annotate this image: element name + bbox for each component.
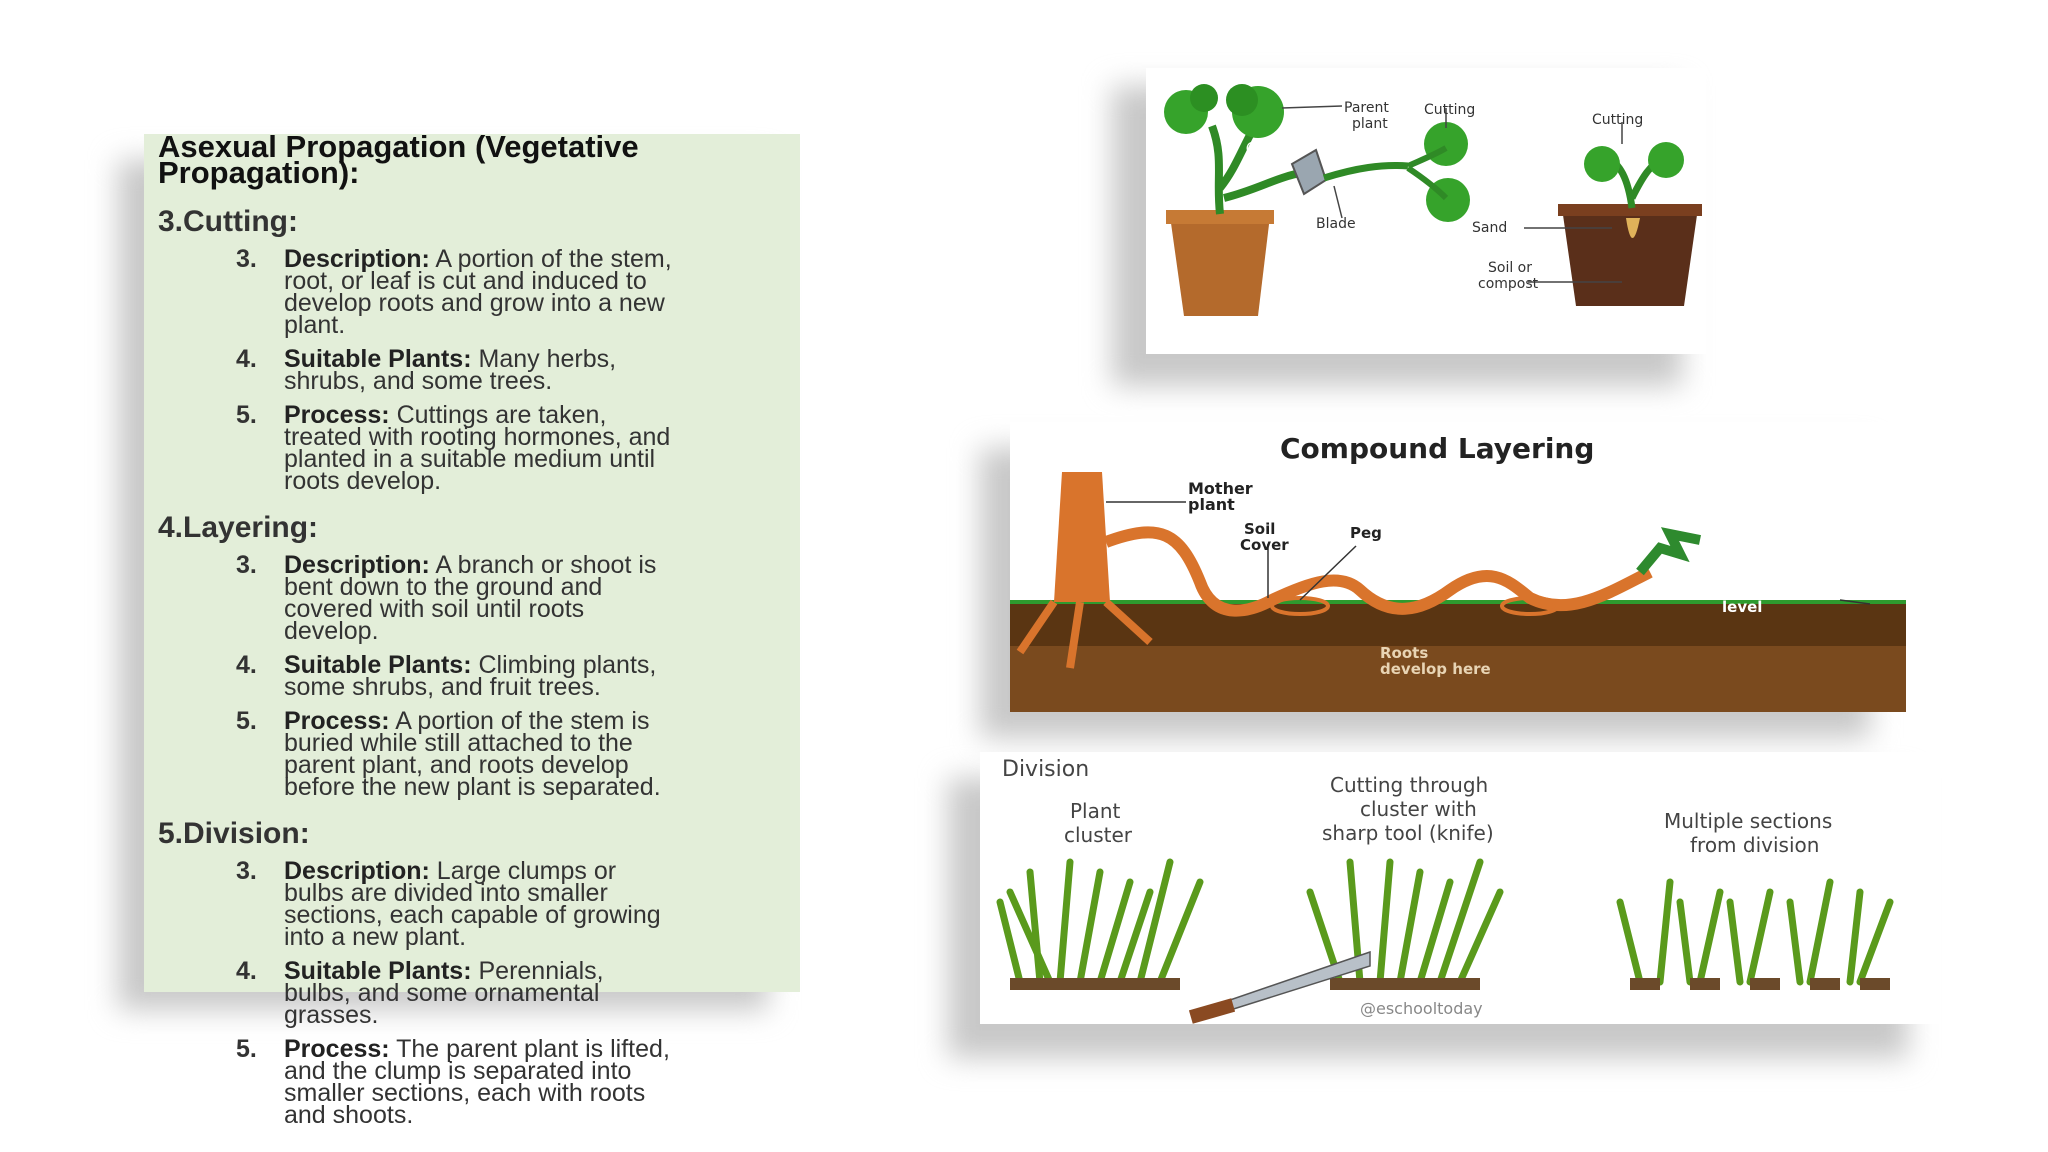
label-roots-2: develop here <box>1380 660 1491 678</box>
list-item: 4. Suitable Plants: Many herbs, shrubs, a… <box>158 345 674 395</box>
watermark: @eschooltoday <box>1360 999 1483 1018</box>
section-list: 3. Description: A portion of the stem, ro… <box>158 245 800 495</box>
list-item: 5. Process: Cuttings are taken, treated w… <box>158 401 674 495</box>
label-multiple-sections-2: from division <box>1690 833 1819 857</box>
label-plant-cluster-1: Plant <box>1070 799 1121 823</box>
list-item: 5. Process: The parent plant is lifted, a… <box>158 1035 674 1129</box>
label-mother-plant-1: Mother <box>1188 479 1253 498</box>
label-soil-1: Soil or <box>1488 260 1532 276</box>
list-item: 4. Suitable Plants: Climbing plants, some… <box>158 651 674 701</box>
item-label: Suitable Plants: <box>284 957 472 985</box>
list-item: 4. Suitable Plants: Perennials, bulbs, an… <box>158 957 674 1029</box>
section-heading: 4.Layering: <box>158 511 319 544</box>
layering-title: Compound Layering <box>1280 432 1594 465</box>
item-text: A branch or shoot is bent down to the gr… <box>284 551 657 645</box>
item-text: Climbing plants, some shrubs, and fruit … <box>284 651 657 701</box>
item-number: 5. <box>236 707 257 735</box>
label-cut-at-slant-2: slant <box>1252 155 1285 170</box>
item-number: 3. <box>236 551 257 579</box>
item-number: 3. <box>236 857 257 885</box>
item-label: Process: <box>284 707 390 735</box>
label-plant-cluster-2: cluster <box>1064 823 1133 847</box>
label-soil-2: compost <box>1478 276 1539 292</box>
layering-figure: Compound Layering Mother plant Soil Cove… <box>1010 422 1906 712</box>
item-text: A portion of the stem is buried while st… <box>284 707 661 801</box>
item-label: Description: <box>284 245 430 273</box>
label-cutting-right: Cutting <box>1592 112 1643 128</box>
label-cutting-left: Cutting <box>1424 102 1475 118</box>
item-number: 3. <box>236 245 257 273</box>
label-sand: Sand <box>1472 220 1507 236</box>
content-panel: Asexual Propagation (Vegetative Propagat… <box>144 129 800 1128</box>
list-item: 3. Description: A branch or shoot is bent… <box>158 551 674 645</box>
item-number: 5. <box>236 1035 257 1063</box>
label-soil-cover-2: Cover <box>1240 536 1289 554</box>
section-heading: 5.Division: <box>158 817 310 850</box>
item-label: Process: <box>284 1035 390 1063</box>
division-title: Division <box>1002 757 1089 782</box>
item-text: Many herbs, shrubs, and some trees. <box>284 345 617 395</box>
label-multiple-sections-1: Multiple sections <box>1664 809 1832 833</box>
item-label: Suitable Plants: <box>284 651 472 679</box>
item-text: Perennials, bulbs, and some ornamental g… <box>284 957 604 1029</box>
label-peg: Peg <box>1350 524 1382 542</box>
section-list: 3. Description: Large clumps or bulbs are… <box>158 857 800 1129</box>
page-title: Asexual Propagation (Vegetative Propagat… <box>158 129 639 190</box>
label-ground-level-2: level <box>1722 598 1762 616</box>
item-number: 4. <box>236 345 257 373</box>
section-list: 3. Description: A branch or shoot is bent… <box>158 551 800 801</box>
label-cutting-through-3: sharp tool (knife) <box>1322 821 1494 845</box>
item-number: 4. <box>236 651 257 679</box>
item-label: Description: <box>284 551 430 579</box>
item-text: The parent plant is lifted, and the clum… <box>284 1035 670 1129</box>
item-label: Suitable Plants: <box>284 345 472 373</box>
label-roots-1: Roots <box>1380 644 1428 662</box>
label-blade: Blade <box>1316 216 1356 232</box>
item-number: 5. <box>236 401 257 429</box>
list-item: 5. Process: A portion of the stem is buri… <box>158 707 674 801</box>
list-item: 3. Description: A portion of the stem, ro… <box>158 245 674 339</box>
item-text: A portion of the stem, root, or leaf is … <box>284 245 672 339</box>
label-ground-level-1: ground <box>1722 582 1783 600</box>
label-cutting-through-2: cluster with <box>1360 797 1477 821</box>
label-parent-plant-1: Parent <box>1344 100 1389 116</box>
item-text: Cuttings are taken, treated with rooting… <box>284 401 671 495</box>
division-figure: Division Plant cluster Cutting through c… <box>980 752 1940 1024</box>
label-mother-plant-2: plant <box>1188 495 1235 514</box>
item-text: Large clumps or bulbs are divided into s… <box>284 857 661 951</box>
cutting-figure: Parent plant Cutting Cutting Cut at slan… <box>1146 68 1706 354</box>
label-parent-plant-2: plant <box>1352 116 1388 132</box>
section-heading: 3.Cutting: <box>158 205 298 238</box>
label-cut-at-slant-1: Cut at <box>1246 141 1287 156</box>
label-soil-cover-1: Soil <box>1244 520 1275 538</box>
list-item: 3. Description: Large clumps or bulbs are… <box>158 857 674 951</box>
item-number: 4. <box>236 957 257 985</box>
label-cutting-through-1: Cutting through <box>1330 773 1488 797</box>
item-label: Description: <box>284 857 430 885</box>
item-label: Process: <box>284 401 390 429</box>
